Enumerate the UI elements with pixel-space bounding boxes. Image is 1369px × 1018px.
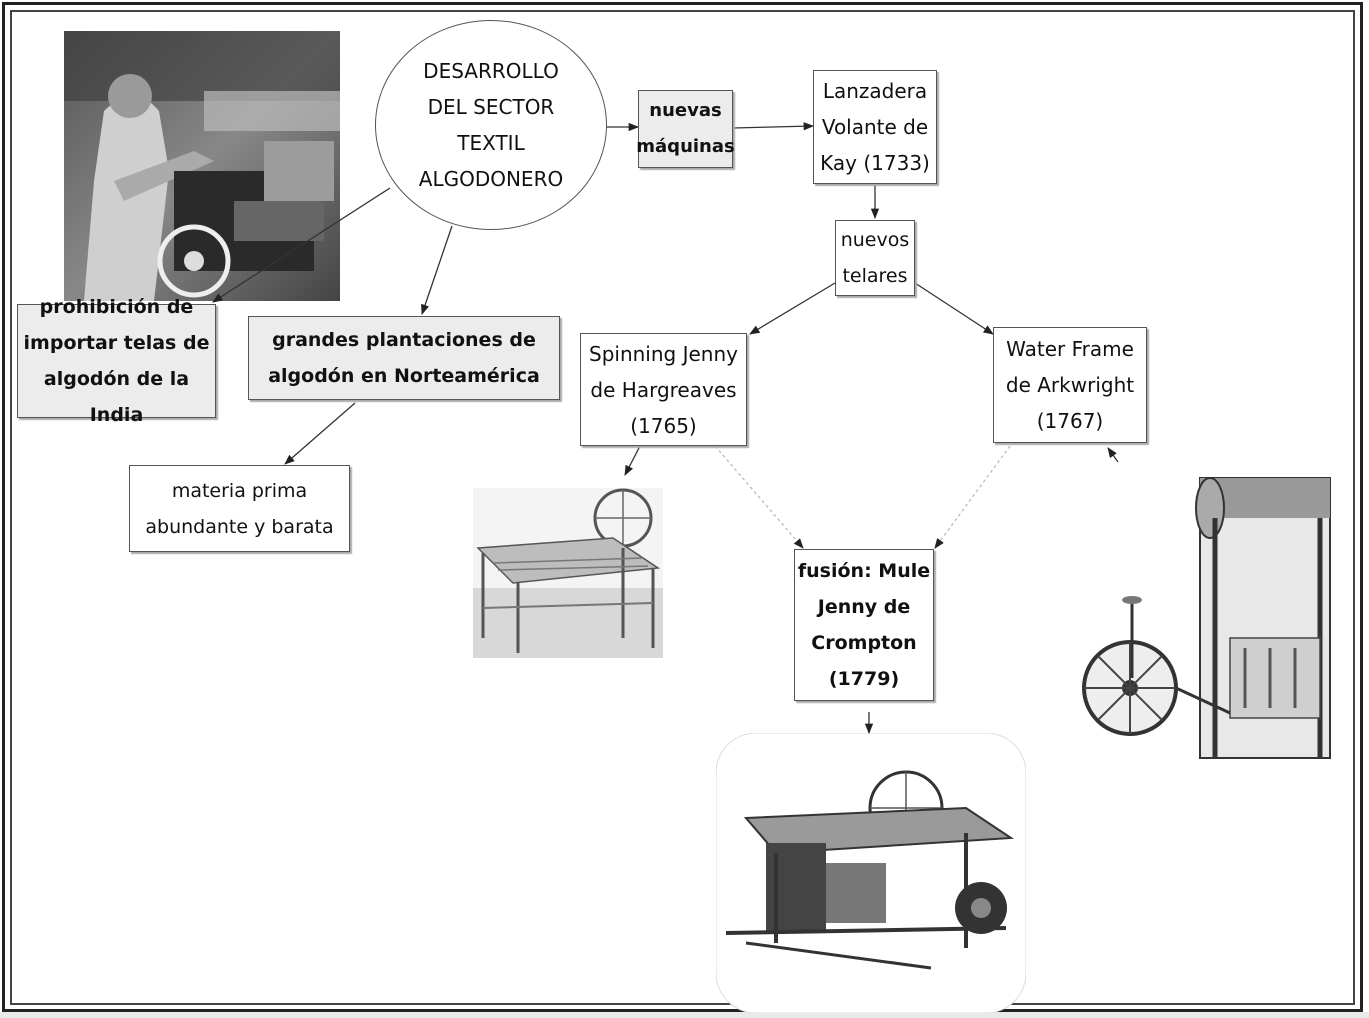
mule-jenny-illustration — [716, 733, 1026, 1013]
arrow-center-to-plantaciones — [421, 225, 453, 315]
arrow-spinning-to-image — [624, 445, 641, 476]
arrow-telares-to-water-frame — [914, 282, 994, 335]
water-frame-illustration — [1082, 477, 1331, 759]
arrow-nuevas-maquinas-to-lanzadera — [732, 122, 815, 131]
arrow-center-to-prohibicion — [212, 187, 391, 303]
arrow-water-to-mule — [934, 445, 1011, 549]
arrow-telares-to-spinning-jenny — [749, 282, 836, 335]
woman-spinner-illustration — [64, 31, 340, 301]
nuevas-maquinas-node: nuevas máquinas — [636, 90, 735, 168]
spinning-jenny-illustration — [473, 488, 663, 658]
central-node: DESARROLLO DEL SECTOR TEXTIL ALGODONERO — [375, 20, 607, 230]
arrow-spinning-to-mule — [714, 445, 804, 549]
spinning-jenny-node: Spinning Jenny de Hargreaves (1765) — [580, 333, 747, 446]
lanzadera-node: Lanzadera Volante de Kay (1733) — [813, 70, 937, 184]
nuevos-telares-node: nuevos telares — [835, 220, 915, 296]
arrow-water-frame-image — [1107, 447, 1119, 463]
plantaciones-node: grandes plantaciones de algodón en Norte… — [248, 316, 560, 400]
water-frame-node: Water Frame de Arkwright (1767) — [993, 327, 1147, 443]
mule-jenny-node: fusión: Mule Jenny de Crompton (1779) — [794, 549, 934, 701]
bottom-band — [0, 1012, 1369, 1018]
prohibicion-node: prohibición de importar telas de algodón… — [17, 296, 216, 426]
inner-frame — [10, 10, 1355, 1005]
arrow-plantaciones-to-materia-prima — [284, 402, 356, 465]
materia-prima-node: materia prima abundante y barata — [129, 465, 350, 552]
